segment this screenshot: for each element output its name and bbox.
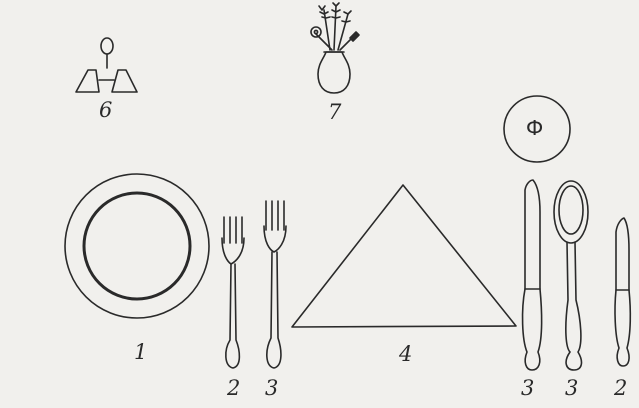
spoon-label-3: 3 — [565, 378, 578, 399]
fork-label-3: 3 — [265, 378, 278, 399]
knife-label-3: 3 — [521, 378, 534, 399]
fork-icon — [264, 201, 286, 368]
flower-vase-icon — [311, 3, 359, 93]
dinner-plate-icon — [65, 174, 209, 318]
napkin-icon — [292, 185, 516, 327]
knife-icon — [523, 180, 542, 370]
fork-label-2: 2 — [227, 378, 240, 399]
small-knife-label-2: 2 — [614, 378, 627, 399]
plate-label: 1 — [134, 342, 147, 363]
napkin-label: 4 — [399, 344, 412, 365]
cruet-label: 6 — [99, 100, 112, 121]
fork-icon — [222, 217, 244, 368]
butter-knife-icon — [615, 218, 630, 366]
cruet-set-icon — [76, 38, 137, 92]
vase-label: 7 — [328, 102, 341, 123]
bread-plate-mark: Ф — [526, 118, 543, 138]
spoon-icon — [554, 181, 588, 370]
